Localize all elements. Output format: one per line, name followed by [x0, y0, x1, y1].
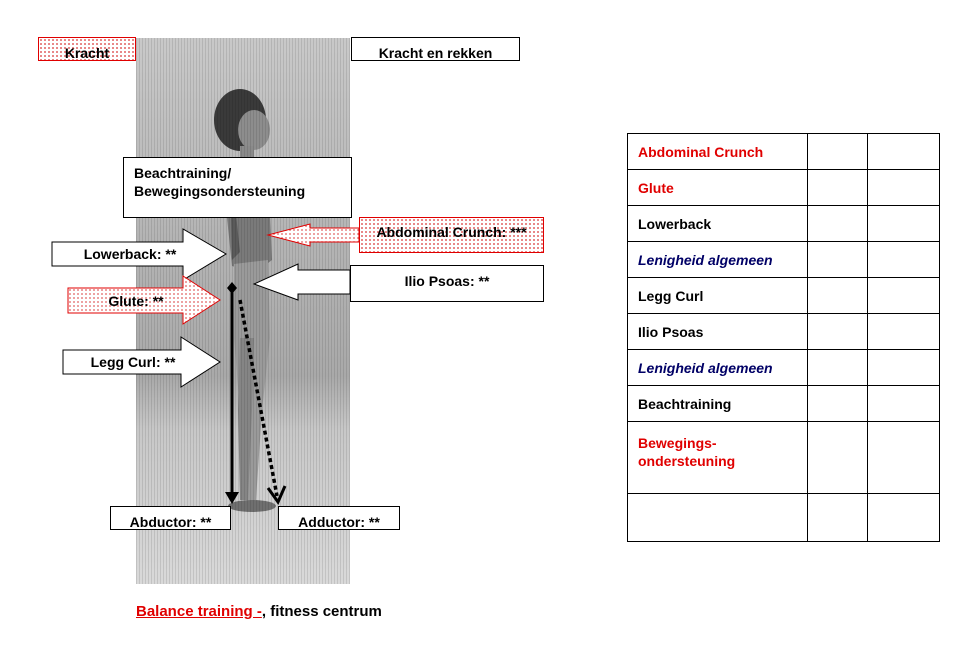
table-row: Lenigheid algemeen [627, 241, 940, 278]
table-cell-empty [807, 133, 868, 170]
table-row: Lowerback [627, 205, 940, 242]
table-cell-empty [807, 385, 868, 422]
legg-curl-arrow [62, 336, 221, 388]
abductor-arrowhead [225, 492, 239, 504]
table-cell-empty [867, 349, 940, 386]
table-row: Ilio Psoas [627, 313, 940, 350]
table-cell-empty [867, 205, 940, 242]
table-cell-empty [807, 241, 868, 278]
table-cell-empty [867, 493, 940, 542]
kracht-en-rekken-label: Kracht en rekken [351, 37, 520, 61]
beachtraining-callout: Beachtraining/ Bewegingsondersteuning [123, 157, 352, 218]
table-row: Glute [627, 169, 940, 206]
table-cell-empty [807, 313, 868, 350]
lowerback-label: Lowerback: ** [83, 246, 177, 262]
table-cell-empty [867, 133, 940, 170]
table-cell-empty [807, 277, 868, 314]
abdominal-crunch-callout: Abdominal Crunch: *** [359, 217, 544, 253]
table-cell-label: Beachtraining [627, 385, 808, 422]
table-cell-label: Ilio Psoas [627, 313, 808, 350]
table-cell-empty [867, 421, 940, 494]
table-cell-label: Glute [627, 169, 808, 206]
abdominal-arrow [266, 223, 360, 247]
kracht-label: Kracht [38, 37, 136, 61]
adductor-arrowhead [266, 485, 287, 506]
table-cell-empty [807, 421, 868, 494]
table-cell-label: Legg Curl [627, 277, 808, 314]
caption: Balance training -, fitness centrum [136, 603, 382, 620]
caption-rest: , fitness centrum [261, 603, 382, 620]
table-cell-label: Lowerback [627, 205, 808, 242]
table-cell-label: Abdominal Crunch [627, 133, 808, 170]
table-cell-label: Lenigheid algemeen [627, 349, 808, 386]
abductor-callout: Abductor: ** [110, 506, 231, 530]
adductor-callout: Adductor: ** [278, 506, 400, 530]
ilio-psoas-callout: Ilio Psoas: ** [350, 265, 544, 302]
table-row: Beachtraining [627, 385, 940, 422]
table-row [627, 493, 940, 542]
table-cell-empty [867, 277, 940, 314]
caption-underlined: Balance training - [136, 603, 262, 620]
table-cell-label: Bewegings- ondersteuning [627, 421, 808, 494]
table-cell-empty [807, 349, 868, 386]
glute-arrow [67, 275, 221, 325]
table-row: Legg Curl [627, 277, 940, 314]
legg-curl-label: Legg Curl: ** [90, 354, 176, 370]
adductor-line [238, 299, 279, 497]
table-cell-empty [867, 385, 940, 422]
table-row: Abdominal Crunch [627, 133, 940, 170]
ilio-psoas-arrow [252, 263, 351, 301]
table-row: Lenigheid algemeen [627, 349, 940, 386]
table-cell-empty [807, 169, 868, 206]
table-cell-label: Lenigheid algemeen [627, 241, 808, 278]
table-cell-empty [867, 241, 940, 278]
table-cell-label [627, 493, 808, 542]
line-start-diamond [227, 282, 237, 294]
table-cell-empty [867, 313, 940, 350]
table-cell-empty [807, 205, 868, 242]
table-cell-empty [867, 169, 940, 206]
table-row: Bewegings- ondersteuning [627, 421, 940, 494]
table-cell-empty [807, 493, 868, 542]
glute-label: Glute: ** [108, 293, 164, 309]
lowerback-arrow [51, 228, 227, 281]
